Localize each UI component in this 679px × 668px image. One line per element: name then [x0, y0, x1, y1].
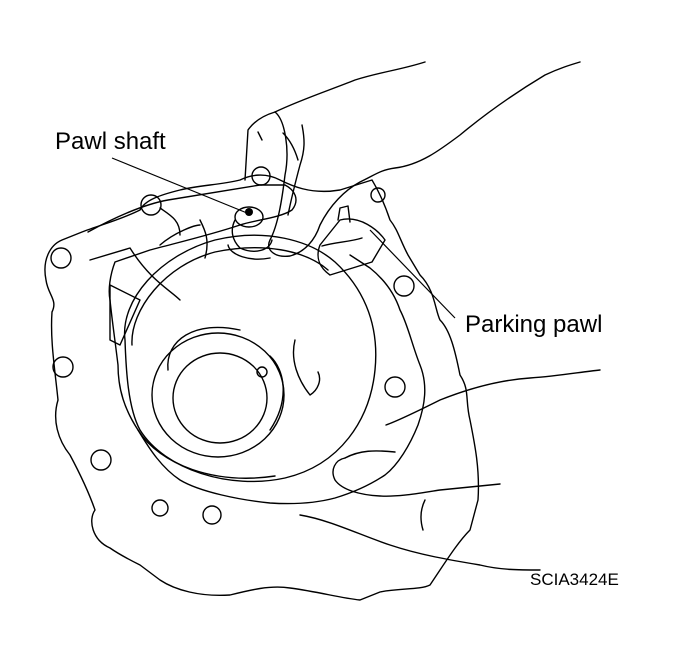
- pawl-shaft-label: Pawl shaft: [55, 128, 166, 155]
- parking-pawl-leader-line: [369, 229, 456, 319]
- parking-pawl-label: Parking pawl: [465, 311, 603, 338]
- figure-code: SCIA3424E: [530, 570, 619, 589]
- pawl-shaft-leader-line: [111, 157, 248, 214]
